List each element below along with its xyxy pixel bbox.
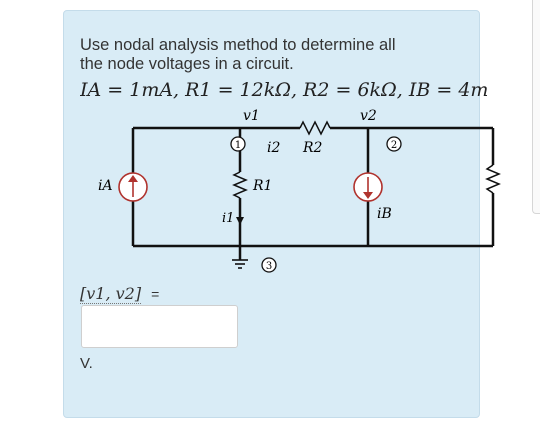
r1-label: R1 <box>252 178 272 194</box>
v2-label: v2 <box>360 108 377 124</box>
node-3-marker <box>261 257 277 273</box>
ground-symbol <box>232 259 248 269</box>
v1-label: v1 <box>243 108 260 124</box>
node-1-label: 1 <box>235 140 241 151</box>
circuit-diagram: 1 2 3 v1 v2 i2 R2 R1 i1 iA iB <box>98 108 501 273</box>
ib-label: iB <box>377 206 392 222</box>
unit-label: V. <box>80 355 93 372</box>
node-2-label: 2 <box>391 140 397 151</box>
answer-equals: = <box>151 286 160 302</box>
ia-label: iA <box>98 178 113 194</box>
resistor-r1 <box>232 171 248 199</box>
resistor-r2 <box>299 120 331 136</box>
node-3-label: 3 <box>266 261 272 272</box>
question-line-2: the node voltages in a circuit. <box>80 55 294 73</box>
answer-prompt: [v1, v2] = <box>80 284 160 304</box>
question-line-1: Use nodal analysis method to determine a… <box>80 36 396 54</box>
side-panel-edge <box>532 0 540 214</box>
given-values: IA = 1mA, R1 = 12kΩ, R2 = 6kΩ, IB = 4m <box>80 79 489 101</box>
answer-input[interactable] <box>81 305 238 348</box>
current-source-ia <box>118 172 148 202</box>
i1-label: i1 <box>222 211 234 226</box>
i2-label: i2 <box>267 140 280 156</box>
node-2-marker <box>386 136 402 152</box>
resistor-right <box>485 164 501 194</box>
current-source-ib <box>353 172 383 202</box>
i1-arrow <box>236 217 244 225</box>
r2-label: R2 <box>302 140 323 156</box>
node-1-marker <box>230 136 246 152</box>
answer-vector-label: [v1, v2] <box>80 284 142 304</box>
question-text: Use nodal analysis method to determine a… <box>80 36 480 74</box>
